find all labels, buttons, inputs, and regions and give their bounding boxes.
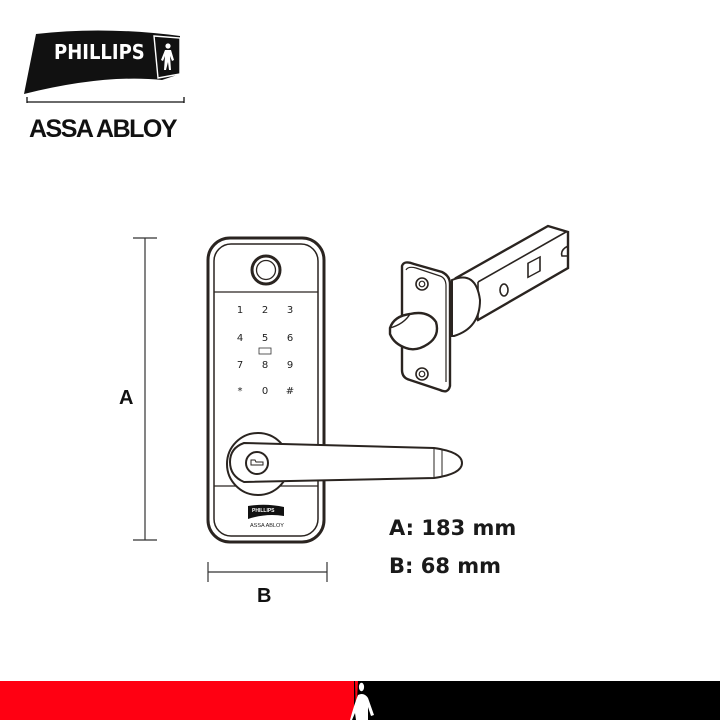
keypad-key-8[interactable]: 8 [261,360,269,371]
keypad-key-1[interactable]: 1 [236,305,244,316]
dimension-a-label: A [119,387,134,409]
dimension-b-label: B [257,585,272,607]
walking-person-icon [350,681,378,720]
keypad-key-5[interactable]: 5 [261,333,269,344]
latch-drawing [388,224,570,393]
lock-body-outline [206,236,464,544]
keypad-key-2[interactable]: 2 [261,305,269,316]
keypad-key-9[interactable]: 9 [286,360,294,371]
keypad-key-3[interactable]: 3 [286,305,294,316]
dimension-b-line [207,562,328,582]
phillips-banner-icon [24,30,185,103]
keypad-key-star[interactable]: * [237,386,243,397]
lock-face-brand: PHILLIPS [252,508,275,514]
footer-black-band [354,681,720,720]
lock-face-parent: ASSA ABLOY [250,523,284,529]
dimension-a-line [133,237,157,541]
spec-width: B: 68 mm [389,554,502,578]
keypad-key-4[interactable]: 4 [236,333,244,344]
brand-parent: ASSA ABLOY [29,115,178,143]
footer-red-band [0,681,362,720]
brand-name: PHILLIPS [54,40,145,64]
brand-logo: PHILLIPS ASSA ABLOY [24,26,186,143]
spec-height: A: 183 mm [389,516,517,540]
keypad-key-6[interactable]: 6 [286,333,294,344]
lock-drawing: 1 2 3 4 5 6 7 8 9 * 0 # PHILLIPS ASSA AB… [206,236,476,546]
keypad-key-hash[interactable]: # [285,386,295,397]
keypad-key-7[interactable]: 7 [236,360,244,371]
footer-bar [0,681,720,720]
keypad-key-0[interactable]: 0 [261,386,269,397]
